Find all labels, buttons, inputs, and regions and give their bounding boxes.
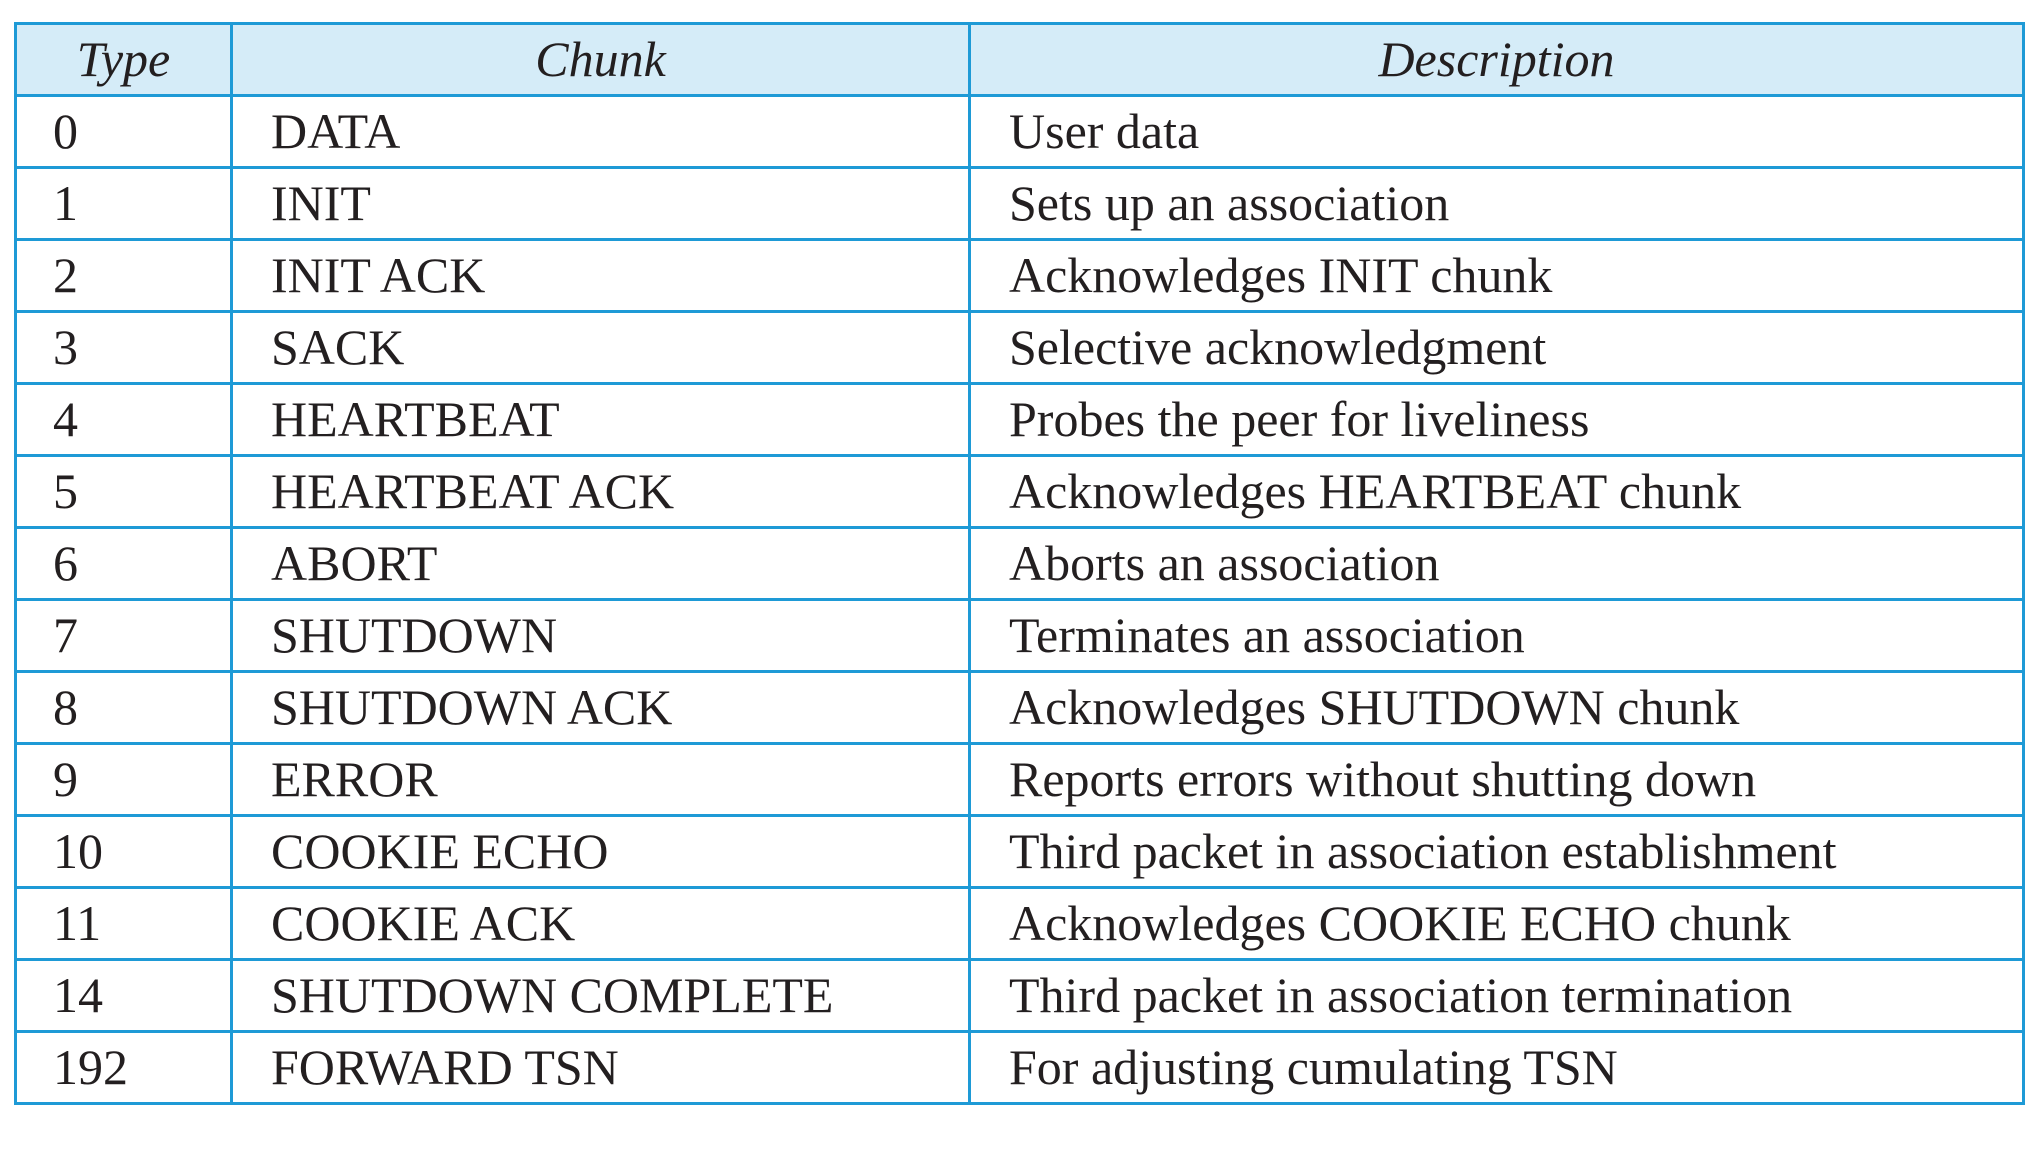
chunk-cell: DATA [230, 94, 971, 169]
description-cell: Selective acknowledgment [968, 310, 2025, 385]
table-row: 0 DATA User data [14, 94, 2025, 169]
type-cell: 4 [14, 382, 233, 457]
description-cell: Terminates an association [968, 598, 2025, 673]
type-cell: 5 [14, 454, 233, 529]
chunk-cell: COOKIE ACK [230, 886, 971, 961]
type-cell: 10 [14, 814, 233, 889]
table-header: Type Chunk Description [14, 22, 2025, 97]
type-cell: 14 [14, 958, 233, 1033]
description-cell: Reports errors without shutting down [968, 742, 2025, 817]
description-cell: Third packet in association termination [968, 958, 2025, 1033]
chunk-types-table: Type Chunk Description 0 DATA User data … [14, 22, 2025, 1105]
description-cell: Acknowledges SHUTDOWN chunk [968, 670, 2025, 745]
type-cell: 0 [14, 94, 233, 169]
header-row: Type Chunk Description [14, 22, 2025, 97]
table-row: 14 SHUTDOWN COMPLETE Third packet in ass… [14, 958, 2025, 1033]
header-chunk: Chunk [230, 22, 971, 97]
chunk-cell: HEARTBEAT ACK [230, 454, 971, 529]
table-row: 7 SHUTDOWN Terminates an association [14, 598, 2025, 673]
header-type: Type [14, 22, 233, 97]
table-row: 3 SACK Selective acknowledgment [14, 310, 2025, 385]
description-cell: For adjusting cumulating TSN [968, 1030, 2025, 1105]
chunk-cell: SACK [230, 310, 971, 385]
table-row: 1 INIT Sets up an association [14, 166, 2025, 241]
chunk-cell: INIT [230, 166, 971, 241]
table-row: 10 COOKIE ECHO Third packet in associati… [14, 814, 2025, 889]
type-cell: 1 [14, 166, 233, 241]
chunk-types-table-container: Type Chunk Description 0 DATA User data … [14, 22, 2025, 1105]
type-cell: 11 [14, 886, 233, 961]
chunk-cell: INIT ACK [230, 238, 971, 313]
type-cell: 7 [14, 598, 233, 673]
description-cell: Acknowledges HEARTBEAT chunk [968, 454, 2025, 529]
table-row: 2 INIT ACK Acknowledges INIT chunk [14, 238, 2025, 313]
description-cell: User data [968, 94, 2025, 169]
table-row: 11 COOKIE ACK Acknowledges COOKIE ECHO c… [14, 886, 2025, 961]
chunk-cell: HEARTBEAT [230, 382, 971, 457]
chunk-cell: SHUTDOWN [230, 598, 971, 673]
header-description: Description [968, 22, 2025, 97]
description-cell: Third packet in association establishmen… [968, 814, 2025, 889]
chunk-cell: ABORT [230, 526, 971, 601]
type-cell: 9 [14, 742, 233, 817]
type-cell: 192 [14, 1030, 233, 1105]
chunk-cell: COOKIE ECHO [230, 814, 971, 889]
table-row: 9 ERROR Reports errors without shutting … [14, 742, 2025, 817]
description-cell: Acknowledges INIT chunk [968, 238, 2025, 313]
table-body: 0 DATA User data 1 INIT Sets up an assoc… [14, 94, 2025, 1105]
description-cell: Acknowledges COOKIE ECHO chunk [968, 886, 2025, 961]
description-cell: Probes the peer for liveliness [968, 382, 2025, 457]
table-row: 4 HEARTBEAT Probes the peer for liveline… [14, 382, 2025, 457]
table-row: 5 HEARTBEAT ACK Acknowledges HEARTBEAT c… [14, 454, 2025, 529]
chunk-cell: SHUTDOWN COMPLETE [230, 958, 971, 1033]
description-cell: Aborts an association [968, 526, 2025, 601]
type-cell: 2 [14, 238, 233, 313]
chunk-cell: FORWARD TSN [230, 1030, 971, 1105]
table-row: 192 FORWARD TSN For adjusting cumulating… [14, 1030, 2025, 1105]
type-cell: 6 [14, 526, 233, 601]
description-cell: Sets up an association [968, 166, 2025, 241]
table-row: 6 ABORT Aborts an association [14, 526, 2025, 601]
table-row: 8 SHUTDOWN ACK Acknowledges SHUTDOWN chu… [14, 670, 2025, 745]
chunk-cell: ERROR [230, 742, 971, 817]
type-cell: 8 [14, 670, 233, 745]
type-cell: 3 [14, 310, 233, 385]
chunk-cell: SHUTDOWN ACK [230, 670, 971, 745]
